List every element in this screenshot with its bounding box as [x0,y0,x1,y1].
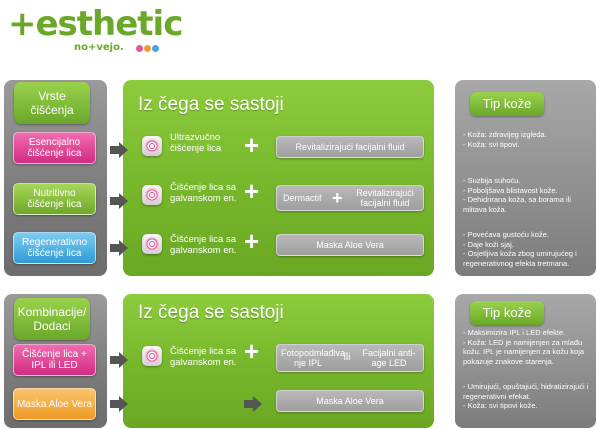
plus-icon: + [244,226,260,256]
plus-icon: + [332,188,343,208]
section1-left-heading: Vrste čišćenja [14,82,90,124]
treatment-text: Čišćenje lica sa galvanskom en. [170,234,237,256]
product-a: Dermactif [283,193,322,203]
section1-mid-heading: Iz čega se sastoji [138,94,284,115]
tip-text: - Umirujući, opuštajući, hidratizirajući… [463,382,589,410]
section2-left-heading: Kombinacije/ Dodaci [14,298,90,340]
logo-dot-pink [136,45,143,52]
facial-device-icon [142,136,162,156]
tip-text: - Suzbija suhoću. - Poboljšava blistavos… [463,176,571,214]
section2-right-heading: Tip kože [470,301,544,325]
plus-icon: + [244,336,260,366]
tip-text: - Povećava gustoću kože. - Daje koži sja… [463,230,577,268]
product-b: Facijalni anti-age LED [362,348,416,368]
facial-device-icon [142,234,162,254]
product-box: Maska Aloe Vera [276,234,424,256]
tip-text: - Maksimizira IPL i LED efekte. - Koža: … [463,328,585,366]
category-esencijalno[interactable]: Esencijalno čišćenje lica [13,132,96,164]
section2-mid-heading: Iz čega se sastoji [138,302,284,323]
logo-wordmark: +esthetic [8,4,183,44]
facial-device-icon [142,346,162,366]
plus-icon: + [244,130,260,160]
logo-dot-blue [152,45,159,52]
brand-logo: +esthetic no+vejo. [8,4,183,56]
facial-device-icon [142,185,162,205]
tip-text: - Koža: zdravijeg izgleda. - Koža: svi t… [463,130,547,149]
section1-right-heading: Tip kože [470,92,544,116]
category-ipl-led[interactable]: Čišćenje lica + IPL ili LED [13,344,96,376]
category-nutritivno[interactable]: Nutritivno čišćenje lica [13,183,96,215]
category-maska-aloe[interactable]: Maska Aloe Vera [13,388,96,420]
product-box: Revitalizirajući facijalni fluid [276,136,424,158]
logo-dot-orange [144,45,151,52]
product-combo-box: Fotopodmlađiva-nje IPL ili Facijalni ant… [276,344,424,372]
category-regenerativno[interactable]: Regenerativno čišćenje lica [13,232,96,264]
product-a: Fotopodmlađiva-nje IPL [281,348,349,368]
logo-tagline: no+vejo. [74,42,124,53]
product-combo-box: Dermactif + Revitalizirajući facijalni f… [276,185,424,211]
treatment-text: Ultrazvučno čišćenje lica [170,132,222,154]
product-box: Maska Aloe Vera [276,390,424,412]
treatment-text: Čišćenje lica sa galvanskom en. [170,346,237,368]
logo-dots [136,45,159,52]
treatment-text: Čišćenje lica sa galvanskom en. [170,182,237,204]
product-b: Revitalizirajući facijalni fluid [356,188,414,208]
connector-text: ili [343,352,351,363]
plus-icon: + [244,176,260,206]
